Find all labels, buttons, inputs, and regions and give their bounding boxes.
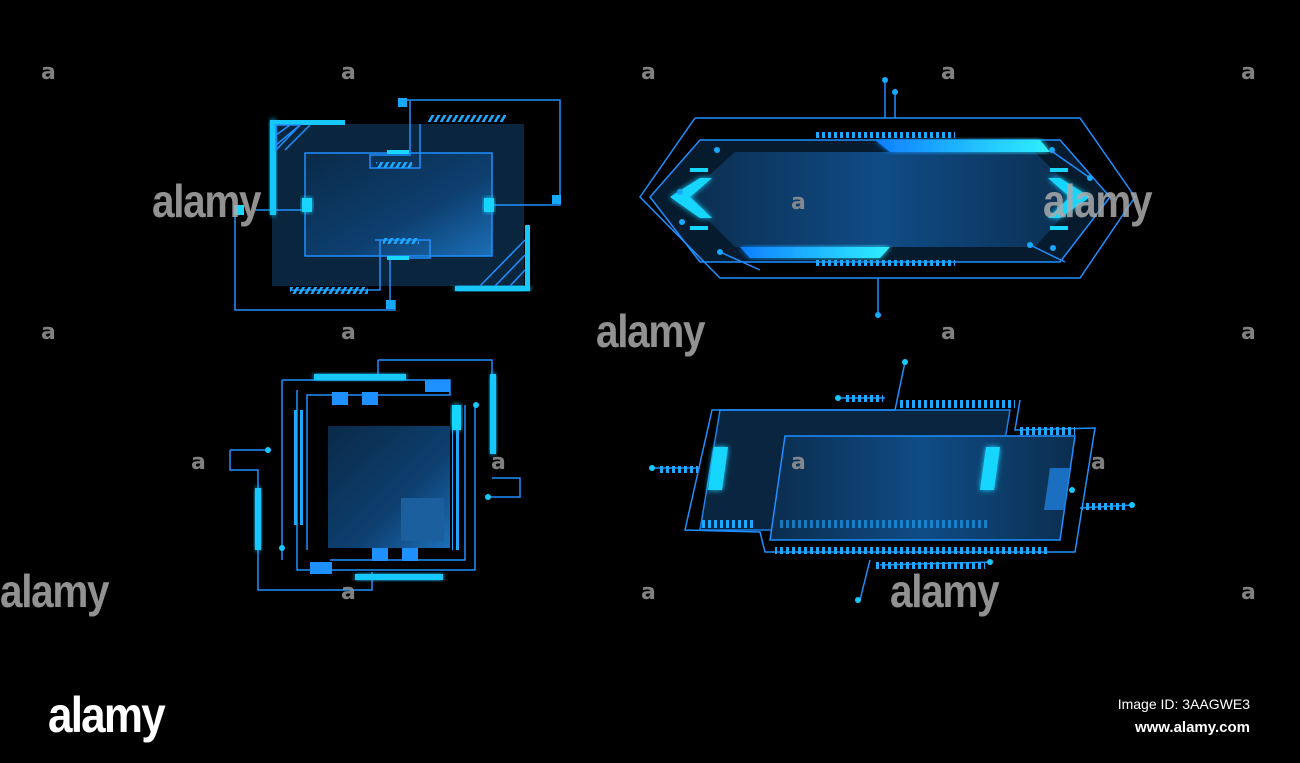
watermark-letter: a: [791, 190, 806, 215]
watermark-letter: a: [641, 580, 656, 605]
website-link[interactable]: www.alamy.com: [1134, 719, 1250, 736]
alamy-logo: alamy: [48, 687, 166, 743]
watermark-word: alamy: [152, 175, 262, 227]
hud-frame-top-left: [234, 98, 561, 311]
hud-frame-square: [229, 359, 521, 591]
watermark-letter: a: [941, 320, 956, 345]
watermark-letter: a: [641, 60, 656, 85]
hud-frame-hexagon: [639, 77, 1136, 318]
watermark-letter: a: [41, 60, 56, 85]
watermark-letter: a: [41, 320, 56, 345]
watermark-word: alamy: [0, 565, 110, 617]
watermark-word: alamy: [1043, 175, 1153, 227]
watermark-letter: a: [1091, 450, 1106, 475]
watermark-letter: a: [491, 450, 506, 475]
watermark-letter: a: [341, 580, 356, 605]
hud-frame-parallelogram: [649, 359, 1135, 603]
watermark-letter: a: [941, 60, 956, 85]
watermark-word: alamy: [890, 565, 1000, 617]
watermark-word: alamy: [596, 305, 706, 357]
watermark-letter: a: [341, 320, 356, 345]
watermark-letter: a: [191, 450, 206, 475]
watermark-letter: a: [1241, 60, 1256, 85]
watermark-letter: a: [791, 450, 806, 475]
watermark-letter: a: [1241, 580, 1256, 605]
image-id: Image ID: 3AAGWE3: [1117, 696, 1250, 712]
watermark-letter: a: [341, 60, 356, 85]
watermark-letter: a: [1241, 320, 1256, 345]
